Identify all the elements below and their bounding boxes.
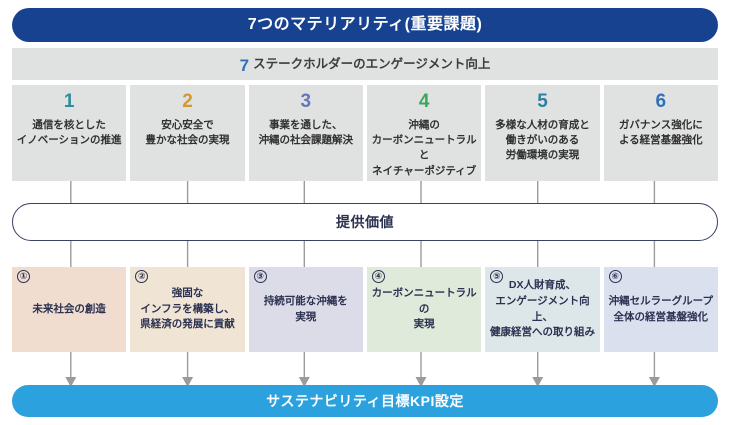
materiality-card-4[interactable]: 4 沖縄の カーボンニュートラルと ネイチャーポジティブ <box>366 85 482 181</box>
materiality-text-4: 沖縄の カーボンニュートラルと ネイチャーポジティブ <box>371 118 477 177</box>
value-badge-2: ② <box>135 270 149 283</box>
materiality-number-2: 2 <box>182 91 193 112</box>
materiality-number-5: 5 <box>537 91 548 112</box>
value-text-2: 強固な インフラを構築し、 県経済の発展に貢献 <box>140 286 235 331</box>
materiality-card-3[interactable]: 3 事業を通した、 沖縄の社会課題解決 <box>248 85 363 181</box>
value-card-6[interactable]: ⑥ 沖縄セルラーグループ 全体の経営基盤強化 <box>603 267 718 352</box>
provided-value-band: 提供価値 <box>12 203 718 241</box>
provided-value-label: 提供価値 <box>336 214 394 230</box>
value-card-5[interactable]: ⑤ DX人財育成、 エンゲージメント向上、 健康経営への取り組み <box>485 267 600 352</box>
materiality-number-1: 1 <box>63 91 75 112</box>
value-text-6: 沖縄セルラーグループ 全体の経営基盤強化 <box>608 294 713 323</box>
page-title: 7つのマテリアリティ(重要課題) <box>247 16 483 33</box>
value-text-3: 持続可能な沖縄を 実現 <box>263 294 348 323</box>
value-badge-5: ⑤ <box>490 270 504 283</box>
value-badge-3: ③ <box>253 270 267 283</box>
materiality-number-4: 4 <box>418 91 430 112</box>
kpi-title: サステナビリティ目標KPI設定 <box>266 393 464 409</box>
materiality-text-3: 事業を通した、 沖縄の社会課題解決 <box>258 118 354 147</box>
value-text-1: 未来社会の創造 <box>32 302 106 315</box>
stakeholder-band: 7 ステークホルダーのエンゲージメント向上 <box>12 48 718 80</box>
materiality-number-3: 3 <box>300 91 312 112</box>
value-card-4[interactable]: ④ カーボンニュートラルの 実現 <box>366 267 482 352</box>
value-row: ① 未来社会の創造 ② 強固な インフラを構築し、 県経済の発展に貢献 ③ 持続… <box>12 267 718 352</box>
materiality-card-6[interactable]: 6 ガバナンス強化に よる経営基盤強化 <box>603 85 718 181</box>
materiality-text-6: ガバナンス強化に よる経営基盤強化 <box>618 118 703 147</box>
value-text-4: カーボンニュートラルの 実現 <box>371 286 477 331</box>
materiality-text-2: 安心安全で 豊かな社会の実現 <box>145 118 230 147</box>
value-badge-4: ④ <box>371 270 385 283</box>
materiality-row: 1 通信を核とした イノベーションの推進 2 安心安全で 豊かな社会の実現 3 … <box>12 85 718 181</box>
materiality-number-6: 6 <box>655 91 667 112</box>
materiality-text-1: 通信を核とした イノベーションの推進 <box>16 118 122 147</box>
value-card-3[interactable]: ③ 持続可能な沖縄を 実現 <box>248 267 363 352</box>
kpi-bar: サステナビリティ目標KPI設定 <box>12 385 718 417</box>
materiality-card-1[interactable]: 1 通信を核とした イノベーションの推進 <box>12 85 127 181</box>
value-text-5: DX人財育成、 エンゲージメント向上、 健康経営への取り組み <box>489 279 595 339</box>
value-card-2[interactable]: ② 強固な インフラを構築し、 県経済の発展に貢献 <box>130 267 245 352</box>
stakeholder-label: ステークホルダーのエンゲージメント向上 <box>253 56 491 71</box>
materiality-card-5[interactable]: 5 多様な人材の育成と 働きがいのある 労働環境の実現 <box>485 85 600 181</box>
materiality-text-5: 多様な人材の育成と 働きがいのある 労働環境の実現 <box>495 118 590 162</box>
diagram-title-bar: 7つのマテリアリティ(重要課題) <box>12 8 718 42</box>
stakeholder-number: 7 <box>239 55 250 75</box>
value-badge-6: ⑥ <box>608 270 622 283</box>
value-badge-1: ① <box>17 270 30 283</box>
materiality-card-2[interactable]: 2 安心安全で 豊かな社会の実現 <box>130 85 245 181</box>
value-card-1[interactable]: ① 未来社会の創造 <box>12 267 127 352</box>
